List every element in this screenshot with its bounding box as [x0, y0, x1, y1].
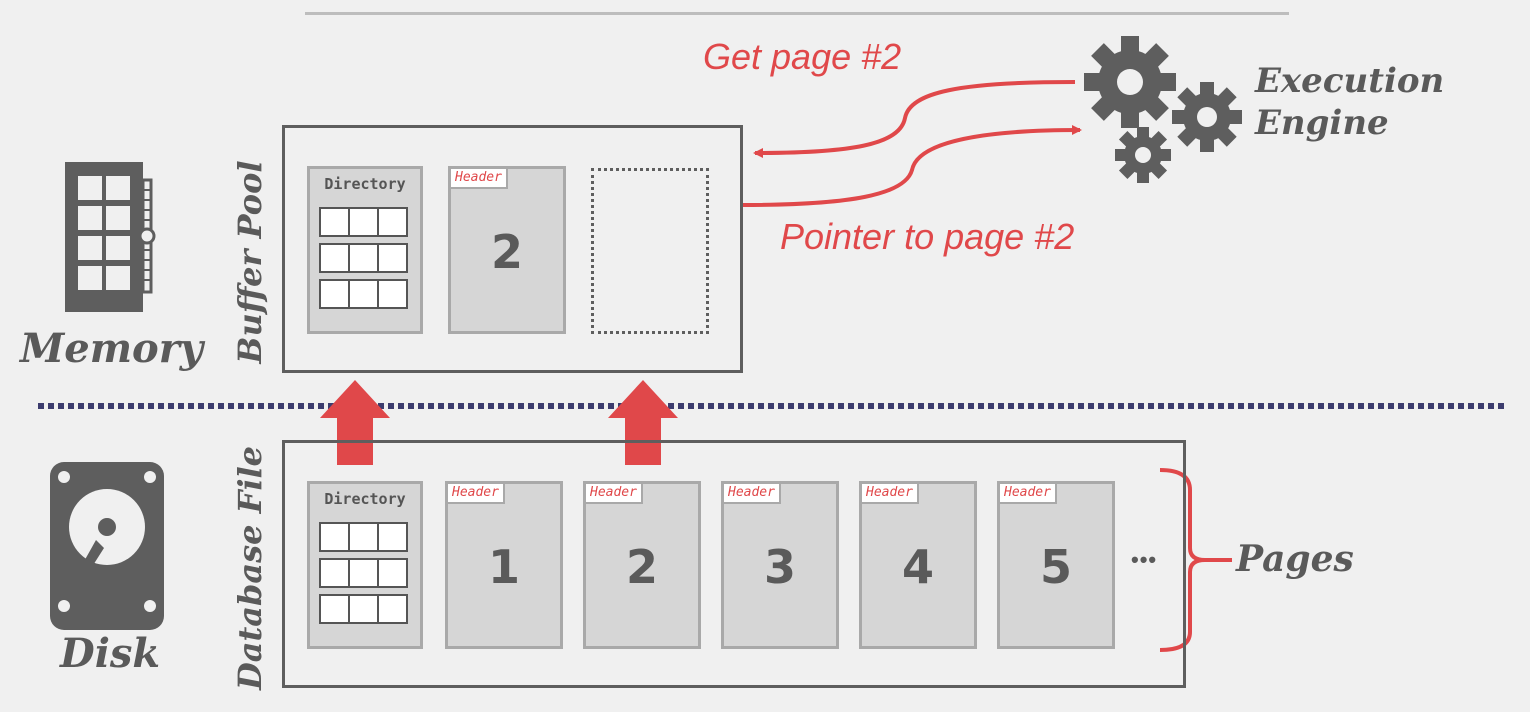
directory-label: Directory	[324, 175, 406, 193]
buffer-pool-directory: Directory	[307, 166, 423, 334]
buffer-pool-label: Buffer Pool	[231, 160, 269, 364]
directory-grid	[319, 522, 408, 624]
pages-label: Pages	[1236, 538, 1354, 580]
db-page-4: Header 4	[859, 481, 977, 649]
pointer-arrow	[741, 125, 1082, 207]
execution-engine-line2: Engine	[1255, 103, 1389, 143]
memory-icon	[65, 162, 156, 312]
buffer-pool-page: Header 2	[448, 166, 566, 334]
page-header: Header	[451, 169, 508, 189]
disk-label: Disk	[60, 630, 161, 677]
get-page-label: Get page #2	[703, 36, 902, 77]
page-number: 2	[490, 225, 523, 279]
get-page-arrow	[753, 80, 1076, 158]
top-rule	[305, 12, 1289, 15]
database-file-box: Directory Header 1 Header 2 Header 3 Hea…	[282, 440, 1186, 688]
memory-label: Memory	[20, 325, 204, 372]
load-arrow-directory	[320, 380, 390, 465]
page-header: Header	[586, 484, 643, 504]
execution-engine-label: Execution Engine	[1255, 60, 1444, 144]
empty-frame	[591, 168, 709, 334]
buffer-pool-box: Directory Header 2	[282, 125, 743, 373]
page-header: Header	[862, 484, 919, 504]
db-page-1: Header 1	[445, 481, 563, 649]
page-header: Header	[448, 484, 505, 504]
db-page-5: Header 5	[997, 481, 1115, 649]
directory-grid	[319, 207, 408, 309]
database-file-label: Database File	[231, 445, 269, 691]
database-file-directory: Directory	[307, 481, 423, 649]
execution-engine-line1: Execution	[1255, 61, 1445, 101]
page-number: 2	[625, 540, 658, 594]
page-header: Header	[1000, 484, 1057, 504]
pointer-to-page-label: Pointer to page #2	[780, 216, 1075, 257]
directory-label: Directory	[324, 490, 406, 508]
page-header: Header	[724, 484, 781, 504]
more-pages-ellipsis: •••	[1131, 547, 1158, 572]
page-number: 5	[1039, 540, 1072, 594]
load-arrow-page-2	[608, 380, 678, 465]
disk-icon	[50, 462, 164, 630]
db-page-2: Header 2	[583, 481, 701, 649]
page-number: 4	[901, 540, 934, 594]
page-number: 3	[763, 540, 796, 594]
db-page-3: Header 3	[721, 481, 839, 649]
gears-icon	[1084, 36, 1242, 183]
page-number: 1	[487, 540, 520, 594]
